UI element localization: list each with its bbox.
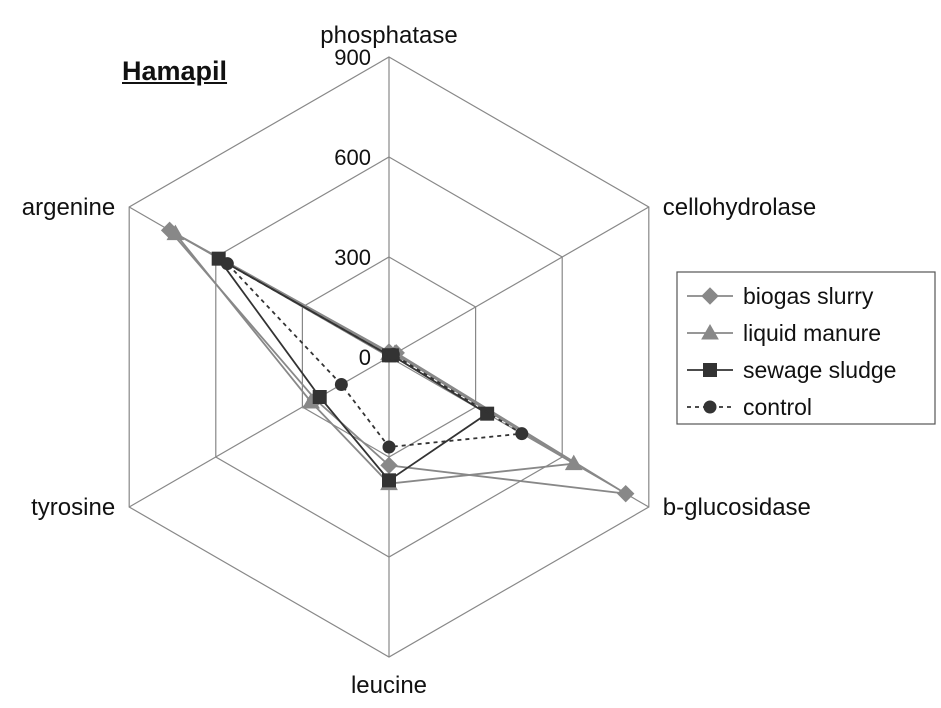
legend: biogas slurry liquid manure sewage sludge c… (676, 271, 936, 425)
legend-marker-biogas-slurry (701, 287, 719, 305)
data-point-sewage-sludge (480, 406, 495, 421)
tick-label: 0 (359, 345, 371, 370)
data-point-biogas-slurry (617, 484, 635, 503)
axis-spoke (128, 356, 390, 508)
data-point-control (515, 427, 529, 441)
legend-label-sewage-sludge: sewage sludge (743, 357, 896, 383)
axis-label-leucine: leucine (351, 672, 427, 699)
series-control (220, 257, 529, 454)
legend-marker-liquid-manure (701, 323, 719, 340)
axis-spoke (388, 206, 650, 358)
chart-title: Hamapil (122, 56, 228, 86)
axis-label-tyrosine: tyrosine (31, 494, 115, 521)
data-point-control (386, 348, 400, 361)
data-point-control (382, 440, 396, 454)
legend-label-biogas-slurry: biogas slurry (743, 283, 874, 309)
data-point-liquid-manure (166, 224, 185, 241)
axis-labels: phosphatase cellohydrolase b-glucosidase le… (22, 22, 816, 699)
legend-marker-sewage-sludge (703, 363, 717, 377)
data-point-liquid-manure (564, 454, 583, 471)
tick-label: 600 (334, 145, 371, 170)
series-sewage-sludge (211, 251, 495, 488)
data-point-sewage-sludge (382, 473, 396, 488)
axis-label-argenine: argenine (22, 194, 115, 221)
data-point-control (220, 257, 234, 271)
legend-label-liquid-manure: liquid manure (743, 320, 881, 346)
legend-box (676, 271, 936, 425)
axis-label-phosphatase: phosphatase (320, 22, 457, 49)
legend-marker-control (703, 400, 717, 414)
tick-label: 900 (334, 45, 371, 70)
axis-label-b-glucosidase: b-glucosidase (663, 494, 811, 521)
data-point-control (334, 378, 348, 391)
axis-label-cellohydrolase: cellohydrolase (663, 194, 816, 221)
data-point-sewage-sludge (312, 390, 327, 404)
radial-tick-labels: 0 300 600 900 (334, 45, 371, 370)
tick-label: 300 (334, 245, 371, 270)
legend-label-control: control (743, 394, 812, 420)
data-series (160, 221, 635, 503)
